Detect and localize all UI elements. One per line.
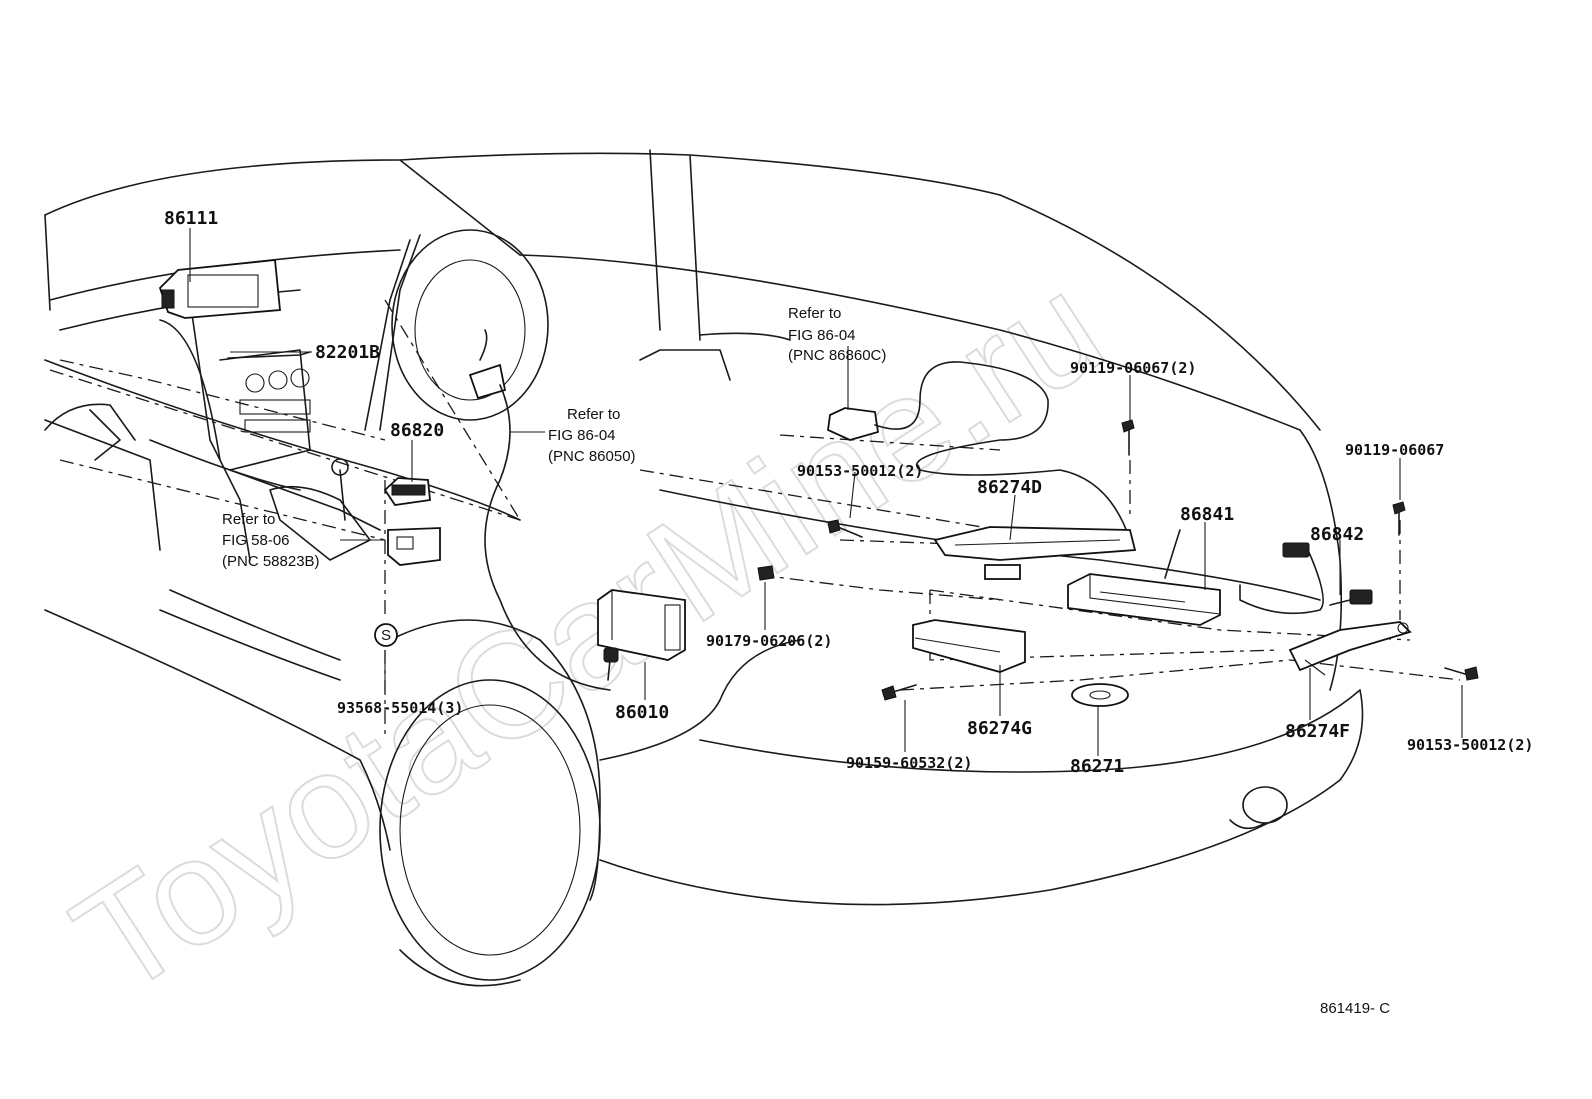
label-90119-06067: 90119-06067 <box>1345 441 1444 459</box>
reference-note-86050: Refer to FIG 86-04 (PNC 86050) <box>548 406 636 465</box>
bolt-90119-right <box>1392 501 1406 536</box>
label-90119-06067-2: 90119-06067(2) <box>1070 359 1196 377</box>
diagram-code: 861419- C <box>1320 1000 1390 1017</box>
bracket-86274g <box>912 619 1026 673</box>
label-86274d: 86274D <box>977 477 1042 498</box>
receiver-86841 <box>1067 529 1221 626</box>
bracket-86274f <box>1288 621 1412 676</box>
module-86050 <box>468 329 611 691</box>
label-90179-06206: 90179-06206(2) <box>706 632 832 650</box>
reference-note-86860c: Refer to FIG 86-04 (PNC 86860C) <box>788 305 886 364</box>
s-marker-label: S <box>381 627 391 644</box>
ref-86860c-line2: FIG 86-04 <box>788 327 856 344</box>
display-86111 <box>158 259 281 319</box>
leader-lines <box>189 228 1463 756</box>
ref-86860c-line1: Refer to <box>788 305 841 322</box>
label-90159-60532: 90159-60532(2) <box>846 754 972 772</box>
bolt-90153-right <box>1444 666 1479 681</box>
wire-82201b <box>227 351 311 359</box>
ref-86050-line1: Refer to <box>567 406 620 423</box>
assembly-lines <box>49 299 1461 740</box>
label-93568-55014: 93568-55014(3) <box>337 699 463 717</box>
label-82201b: 82201B <box>315 342 380 363</box>
label-86274g: 86274G <box>967 718 1032 739</box>
ref-86860c-line3: (PNC 86860C) <box>788 347 886 364</box>
label-86841: 86841 <box>1180 504 1234 525</box>
module-86010 <box>597 589 686 681</box>
bracket-86274d <box>933 526 1137 580</box>
ref-58823b-line3: (PNC 58823B) <box>222 553 320 570</box>
clip-90179 <box>757 565 775 581</box>
ref-58823b-line2: FIG 58-06 <box>222 532 290 549</box>
screw-90159 <box>881 684 917 701</box>
label-86842: 86842 <box>1310 524 1364 545</box>
bolt-90153-left <box>827 519 863 538</box>
label-90153-50012-right: 90153-50012(2) <box>1407 736 1533 754</box>
label-86274f: 86274F <box>1285 721 1350 742</box>
harness-86842 <box>1239 542 1373 615</box>
ref-58823b-line1: Refer to <box>222 511 275 528</box>
label-90153-50012-left: 90153-50012(2) <box>797 462 923 480</box>
label-86010: 86010 <box>615 702 669 723</box>
reference-note-58823b: Refer to FIG 58-06 (PNC 58823B) <box>222 511 320 570</box>
ref-86050-line2: FIG 86-04 <box>548 427 616 444</box>
ref-86050-line3: (PNC 86050) <box>548 448 636 465</box>
label-86271: 86271 <box>1070 756 1124 777</box>
s-marker-circle <box>374 623 398 647</box>
label-86111: 86111 <box>164 208 218 229</box>
module-86860c <box>827 361 1131 541</box>
microphone-86820 <box>383 477 431 506</box>
bolt-90119-left <box>1121 419 1135 456</box>
label-86820: 86820 <box>390 420 444 441</box>
box-58823b <box>387 527 441 566</box>
pad-86271 <box>1071 683 1129 707</box>
